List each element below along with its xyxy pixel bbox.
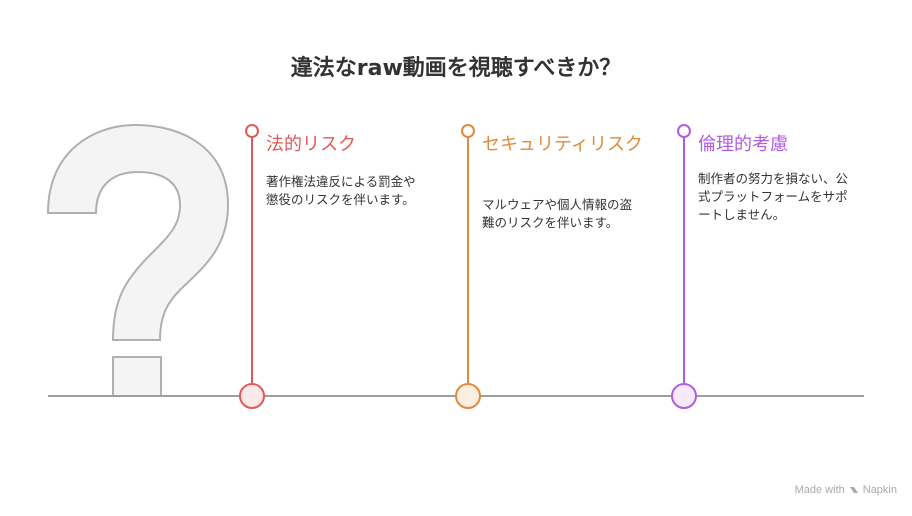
risk-title-ethical: 倫理的考慮 bbox=[698, 134, 788, 155]
risk-desc-security: マルウェアや個人情報の盗難のリスクを伴います。 bbox=[482, 197, 633, 230]
question-mark-icon bbox=[46, 123, 230, 397]
napkin-brand-label: Napkin bbox=[862, 484, 897, 496]
risk-marker-ethical bbox=[671, 124, 697, 409]
risk-marker-security bbox=[455, 124, 481, 409]
made-with-label: Made with bbox=[794, 484, 845, 496]
made-with-napkin-badge[interactable]: Made with Napkin bbox=[795, 484, 897, 496]
diagram-title: 違法なraw動画を視聴すべきか？ bbox=[290, 56, 622, 81]
risk-desc-ethical: 制作者の努力を損ない、公式プラットフォームをサポートしません。 bbox=[698, 171, 849, 222]
risk-title-legal: 法的リスク bbox=[266, 134, 356, 155]
napkin-logo-icon bbox=[849, 487, 858, 493]
risk-title-security: セキュリティリスク bbox=[482, 134, 643, 155]
risk-desc-legal: 著作権法違反による罰金や懲役のリスクを伴います。 bbox=[266, 174, 416, 207]
risk-marker-legal bbox=[239, 124, 265, 409]
